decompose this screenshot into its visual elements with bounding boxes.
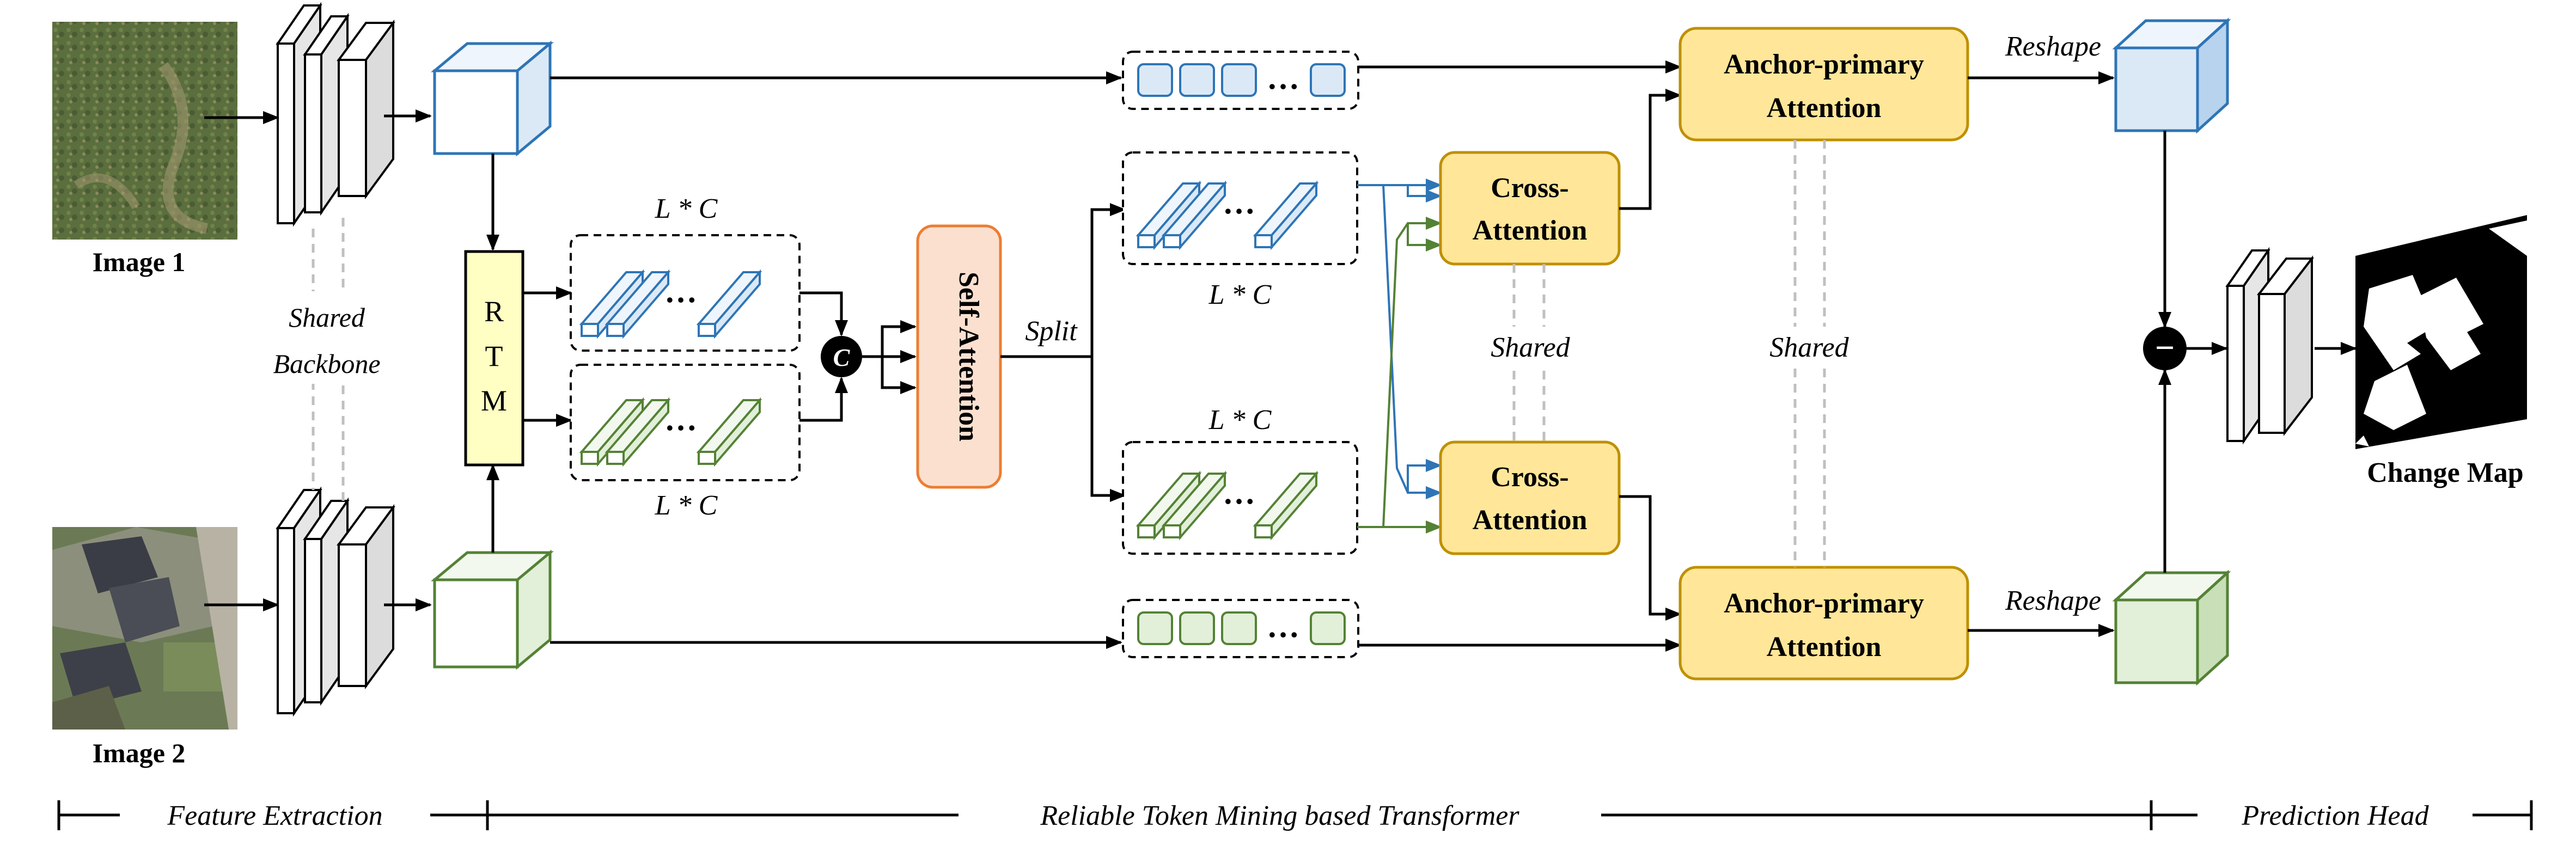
split-blue-dims: L * C xyxy=(1208,279,1272,310)
reshape-label-bottom: Reshape xyxy=(2005,585,2101,616)
split-green-token-group: … xyxy=(1122,441,1358,555)
blue-token-row-ellipsis: … xyxy=(1267,60,1299,96)
subtract-symbol: − xyxy=(2155,328,2175,367)
anchor-attention-top-line2: Attention xyxy=(1767,93,1882,124)
subtract-node xyxy=(2143,327,2187,370)
rtm-green-token-group: … xyxy=(570,364,801,481)
arrow-split-to-green xyxy=(1090,357,1126,502)
cross-attention-bottom-line2: Attention xyxy=(1473,505,1588,536)
backbone-bottom xyxy=(276,486,395,717)
change-map-label: Change Map xyxy=(2367,457,2523,488)
shared-backbone-label-line2: Backbone xyxy=(273,348,380,379)
rtm-block xyxy=(464,250,524,467)
cross-attention-bottom xyxy=(1439,440,1621,555)
output-cube-green xyxy=(2112,569,2231,686)
rtm-green-tokens-dims: L * C xyxy=(655,490,718,521)
stage-rtm-transformer: Reliable Token Mining based Transformer xyxy=(1040,800,1519,831)
blue-to-top-cross-2 xyxy=(1357,184,1442,203)
rtm-letter-m: M xyxy=(481,384,507,417)
arrow-green-tokens-to-concat xyxy=(799,377,848,422)
concat-node xyxy=(821,336,862,377)
cross-shared-label-bg xyxy=(1470,327,1590,367)
split-green-ellipsis: … xyxy=(1223,475,1255,511)
anchor-attention-bottom-line1: Anchor-primary xyxy=(1724,588,1924,619)
self-attention-label: Self-Attention xyxy=(953,272,984,442)
rtm-blue-tokens-dims: L * C xyxy=(655,193,718,224)
arrow-cross-top-to-anchor xyxy=(1619,89,1682,210)
anchor-attention-top-line1: Anchor-primary xyxy=(1724,49,1924,80)
prediction-head-block xyxy=(2225,247,2315,445)
image-1-thumbnail xyxy=(52,22,237,240)
arrow-split-to-blue xyxy=(1090,203,1126,357)
shared-backbone-label-bg xyxy=(251,291,414,384)
concat-symbol: C xyxy=(833,344,851,371)
stage-prediction-head: Prediction Head xyxy=(2241,800,2429,831)
reshape-label-top: Reshape xyxy=(2005,31,2101,62)
blue-to-bottom-cross xyxy=(1357,184,1442,499)
stage-feature-extraction: Feature Extraction xyxy=(167,800,382,831)
anchor-attention-bottom-line2: Attention xyxy=(1767,632,1882,663)
green-token-row-ellipsis: … xyxy=(1267,608,1299,644)
image-1-label: Image 1 xyxy=(93,247,186,277)
arrow-blue-tokens-to-concat xyxy=(799,291,848,336)
split-blue-ellipsis: … xyxy=(1223,185,1255,220)
blue-token-row: … xyxy=(1122,51,1359,110)
rtm-letter-t: T xyxy=(485,340,503,372)
feature-cube-blue xyxy=(431,40,554,157)
cross-attention-top-line1: Cross- xyxy=(1491,173,1568,204)
blue-to-bottom-cross-2 xyxy=(1407,459,1442,493)
arrow-concat-to-sa-3 xyxy=(881,357,917,394)
split-blue-token-group: … xyxy=(1122,151,1358,265)
cross-shared-label: Shared xyxy=(1491,332,1570,363)
rtm-green-ellipsis: … xyxy=(664,401,697,437)
shared-backbone-label-line1: Shared xyxy=(289,302,365,333)
rtm-blue-token-group: … xyxy=(570,234,801,352)
split-label: Split xyxy=(1025,316,1078,347)
split-green-dims: L * C xyxy=(1208,405,1272,436)
green-to-top-cross xyxy=(1357,217,1442,528)
image-2-label: Image 2 xyxy=(93,738,186,768)
cross-attention-top xyxy=(1439,151,1621,266)
green-to-top-cross-2 xyxy=(1407,223,1442,252)
backbone-top xyxy=(276,2,395,227)
stage-bar xyxy=(57,800,2533,830)
feature-cube-green xyxy=(431,549,554,670)
output-cube-blue xyxy=(2112,17,2231,134)
change-map xyxy=(2355,215,2527,449)
rtm-letter-r: R xyxy=(484,295,504,328)
anchor-shared-label: Shared xyxy=(1769,332,1849,363)
cross-attention-top-line2: Attention xyxy=(1473,215,1588,246)
anchor-shared-label-bg xyxy=(1748,327,1868,367)
arrow-concat-to-sa-2 xyxy=(881,320,917,357)
green-token-row: … xyxy=(1122,599,1359,658)
rtm-blue-ellipsis: … xyxy=(664,273,697,309)
cross-attention-bottom-line1: Cross- xyxy=(1491,462,1568,493)
image-2-thumbnail xyxy=(52,527,237,730)
arrow-cross-bottom-to-anchor xyxy=(1619,495,1682,621)
